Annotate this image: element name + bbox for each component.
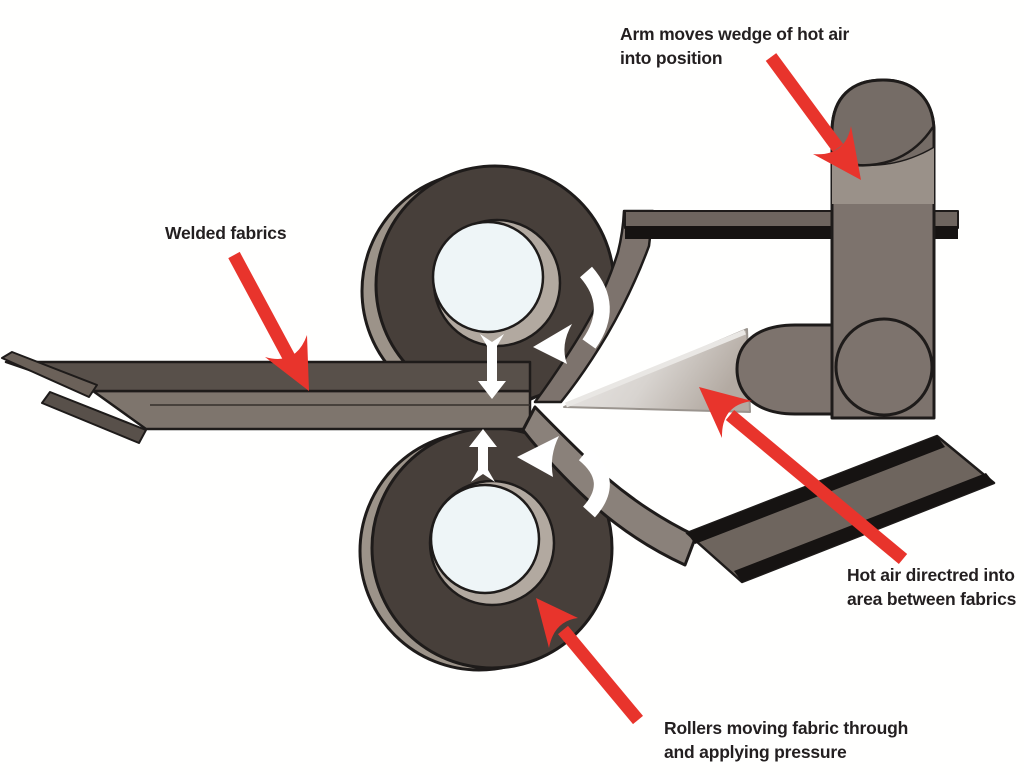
arm-assembly: [735, 78, 936, 420]
rotation-arrow-top-head-icon: [533, 324, 572, 364]
arm-dome-cap: [830, 78, 936, 168]
press-up-arrow-icon: [469, 429, 497, 482]
rotation-arrow-top-icon: [579, 266, 610, 349]
arrow-to-wedge: [699, 387, 908, 564]
press-down-arrow-icon: [478, 334, 506, 399]
label-arm-moves-wedge: Arm moves wedge of hot air into position: [620, 24, 850, 68]
support-neck: [533, 209, 655, 404]
motion-arrows: [469, 266, 610, 518]
arm-joint: [834, 317, 934, 417]
callout-arrows: [228, 53, 908, 725]
rotation-arrow-bottom-icon: [578, 447, 610, 518]
welded-fabrics-sheets: [1, 351, 532, 444]
arrow-to-arm: [765, 53, 861, 180]
rotation-arrow-bottom-head-icon: [517, 436, 559, 477]
arm-highlight-band: [832, 148, 934, 204]
label-welded-fabrics: Welded fabrics: [165, 223, 287, 243]
label-hot-air-directed: Hot air directred into area between fabr…: [847, 565, 1017, 609]
label-rollers-pressure: Rollers moving fabric through and applyi…: [664, 718, 909, 762]
arrow-to-rollers: [536, 598, 643, 725]
arrow-to-welded-fabrics: [228, 251, 309, 391]
